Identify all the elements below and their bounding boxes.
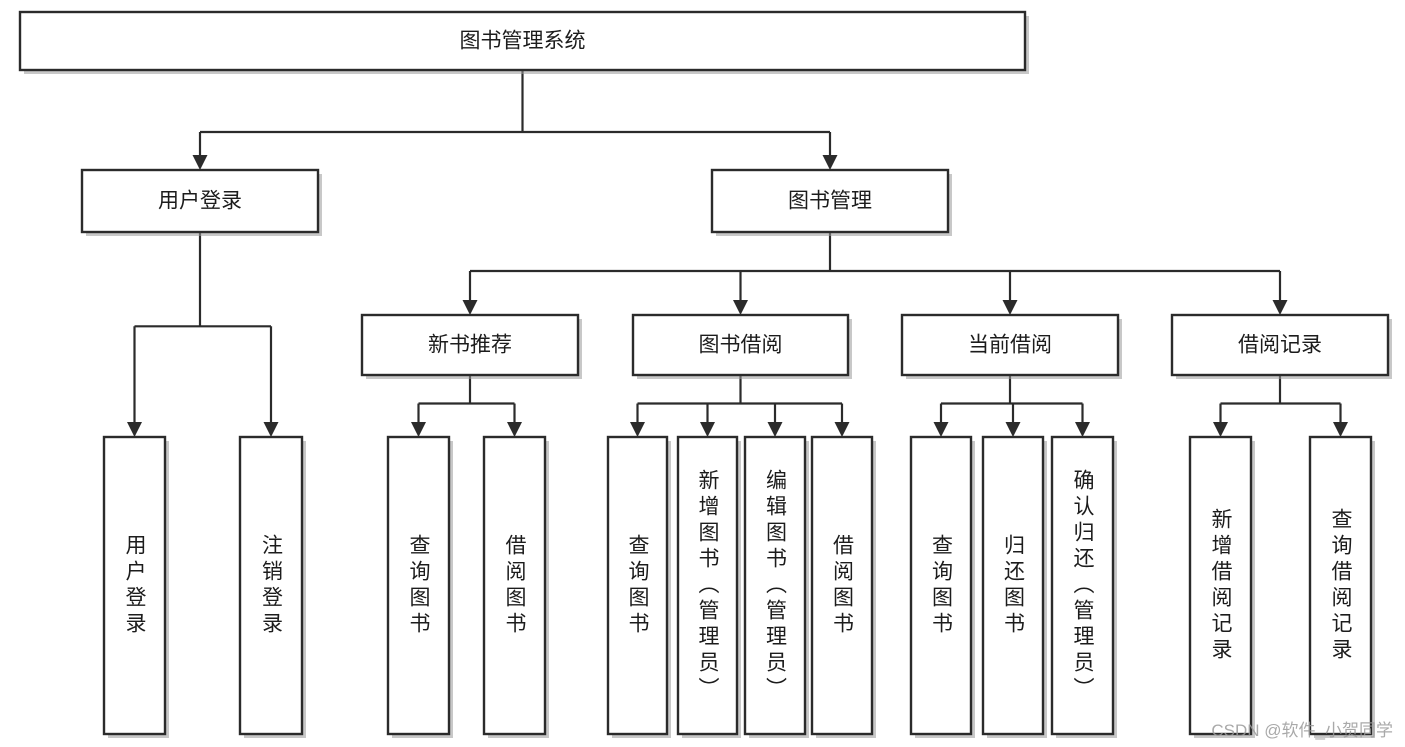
connector-arrowhead [1075, 422, 1090, 437]
node-box-leaf-edit-book-admin[interactable] [743, 435, 807, 736]
connectors-layer [127, 70, 1348, 437]
node-label-root: 图书管理系统 [460, 30, 586, 53]
connector-arrowhead [462, 300, 478, 315]
node-label-loan-record: 借阅记录 [1238, 334, 1322, 357]
node-box-book-borrow[interactable] [631, 313, 850, 377]
node-box-leaf-query-book-rec[interactable] [386, 435, 451, 736]
node-label-current-loan: 当前借阅 [968, 334, 1052, 357]
node-box-root[interactable] [18, 10, 1027, 72]
node-label-book-manage: 图书管理 [788, 190, 872, 213]
connector-arrowhead [933, 422, 949, 437]
node-box-leaf-confirm-return[interactable] [1050, 435, 1115, 736]
node-box-leaf-borrow-book[interactable] [810, 435, 874, 736]
node-box-leaf-add-book-admin[interactable] [676, 435, 739, 736]
node-box-leaf-query-loan-record[interactable] [1308, 435, 1373, 736]
connector-arrowhead [733, 300, 748, 315]
node-box-leaf-query-book-loan[interactable] [909, 435, 973, 736]
connector-arrowhead [1002, 300, 1018, 315]
node-label-new-book-rec: 新书推荐 [428, 334, 512, 357]
node-box-leaf-user-login[interactable] [102, 435, 167, 736]
connector-arrowhead [767, 422, 783, 437]
node-box-current-loan[interactable] [900, 313, 1120, 377]
connector-arrowhead [127, 422, 142, 437]
node-box-user-login[interactable] [80, 168, 320, 234]
connector-arrowhead [1213, 422, 1228, 437]
connector-arrowhead [1333, 422, 1348, 437]
connector-arrowhead [822, 155, 838, 170]
node-box-leaf-user-logout[interactable] [238, 435, 304, 736]
node-box-leaf-borrow-book-rec[interactable] [482, 435, 547, 736]
connector-arrowhead [630, 422, 645, 437]
node-box-leaf-add-loan-record[interactable] [1188, 435, 1253, 736]
connector-arrowhead [1272, 300, 1288, 315]
node-box-book-manage[interactable] [710, 168, 950, 234]
connector-arrowhead [1005, 422, 1021, 437]
node-box-loan-record[interactable] [1170, 313, 1390, 377]
node-label-user-login: 用户登录 [158, 190, 242, 213]
node-box-leaf-query-book[interactable] [606, 435, 669, 736]
connector-arrowhead [192, 155, 208, 170]
connector-arrowhead [263, 422, 279, 437]
node-box-new-book-rec[interactable] [360, 313, 580, 377]
connector-arrowhead [411, 422, 426, 437]
node-box-leaf-return-book[interactable] [981, 435, 1045, 736]
node-boxes-layer [18, 10, 1390, 736]
connector-arrowhead [700, 422, 715, 437]
connector-arrowhead [834, 422, 850, 437]
node-label-book-borrow: 图书借阅 [699, 334, 783, 357]
connector-arrowhead [507, 422, 522, 437]
